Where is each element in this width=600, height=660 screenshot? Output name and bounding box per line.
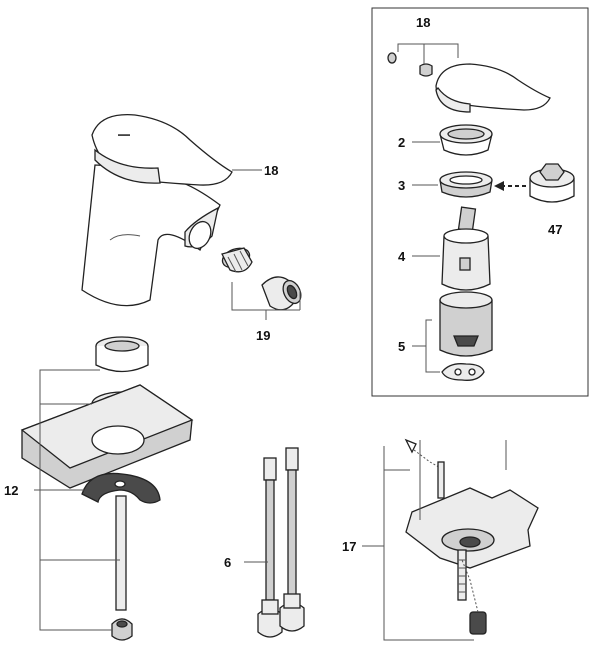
svg-text:▬▬: ▬▬ — [118, 132, 130, 138]
callout-6: 6 — [224, 555, 231, 570]
inset-5-bracket — [425, 319, 440, 373]
inset-grub-screw-a — [387, 52, 397, 64]
callout-47: 47 — [548, 222, 562, 237]
flex-hose-left — [257, 457, 283, 638]
mounting-surface — [20, 384, 194, 489]
popup-waste-assembly — [404, 438, 539, 635]
inset-frame — [371, 7, 589, 397]
callout-12: 12 — [4, 483, 18, 498]
inset-cartridge — [441, 206, 491, 291]
callout-3: 3 — [398, 178, 405, 193]
faucet-lever-handle: ▬▬ — [91, 114, 233, 186]
inset-cap — [439, 124, 493, 156]
callout-19: 19 — [256, 328, 270, 343]
inset-lever-handle — [435, 63, 551, 113]
callout-17: 17 — [342, 539, 356, 554]
inset-retaining-nut — [439, 171, 493, 198]
callout-2: 2 — [398, 135, 405, 150]
threaded-rod — [111, 495, 133, 641]
flex-hose-right — [279, 447, 305, 632]
inset-cartridge-tool — [529, 163, 575, 203]
left-bracket — [39, 369, 112, 631]
aerator-insert — [261, 276, 302, 311]
callout-4: 4 — [398, 249, 406, 264]
inset-grub-screw-b — [419, 63, 433, 77]
faucet-body — [81, 164, 221, 307]
callout-5: 5 — [398, 339, 405, 354]
popup-bracket — [383, 446, 474, 641]
horseshoe-bracket — [81, 472, 161, 504]
callout-18-inset: 18 — [416, 15, 430, 30]
callout-18-main: 18 — [264, 163, 278, 178]
inset-base-gasket — [441, 363, 485, 381]
aerator-adapter — [221, 247, 253, 273]
arrowhead-47 — [494, 181, 504, 191]
inset-cartridge-base — [439, 291, 493, 357]
base-ring — [95, 336, 149, 373]
inset-18-bracket — [397, 43, 459, 58]
